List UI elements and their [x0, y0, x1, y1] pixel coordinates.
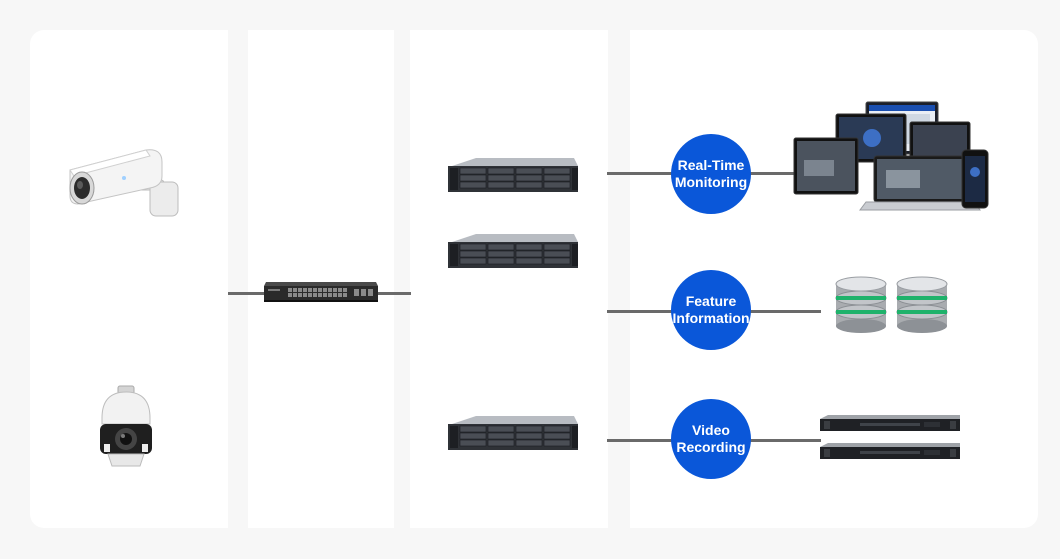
database-icon — [833, 276, 889, 334]
switch-panel — [248, 30, 394, 528]
connector-line — [607, 310, 673, 313]
output-label: Real-Time Monitoring — [674, 157, 748, 190]
network-switch-icon — [262, 280, 380, 304]
connector-line — [749, 439, 821, 442]
ptz-dome-camera-icon — [96, 384, 156, 472]
recorder-icon — [820, 443, 960, 459]
output-feature-information: Feature Information — [671, 270, 751, 350]
rack-server-icon — [446, 232, 580, 272]
output-video-recording: Video Recording — [671, 399, 751, 479]
rack-server-icon — [446, 156, 580, 196]
monitoring-devices-icon — [792, 100, 994, 212]
recorder-icon — [820, 415, 960, 431]
connector-line — [228, 292, 264, 295]
connector-line — [749, 310, 821, 313]
connector-line — [378, 292, 411, 295]
rack-server-icon — [446, 414, 580, 454]
connector-line — [607, 172, 673, 175]
connector-line — [749, 172, 795, 175]
output-real-time-monitoring: Real-Time Monitoring — [671, 134, 751, 214]
database-icon — [894, 276, 950, 334]
bullet-camera-icon — [66, 142, 184, 220]
output-label: Video Recording — [676, 422, 746, 455]
output-label: Feature Information — [672, 293, 750, 326]
connector-line — [607, 439, 673, 442]
